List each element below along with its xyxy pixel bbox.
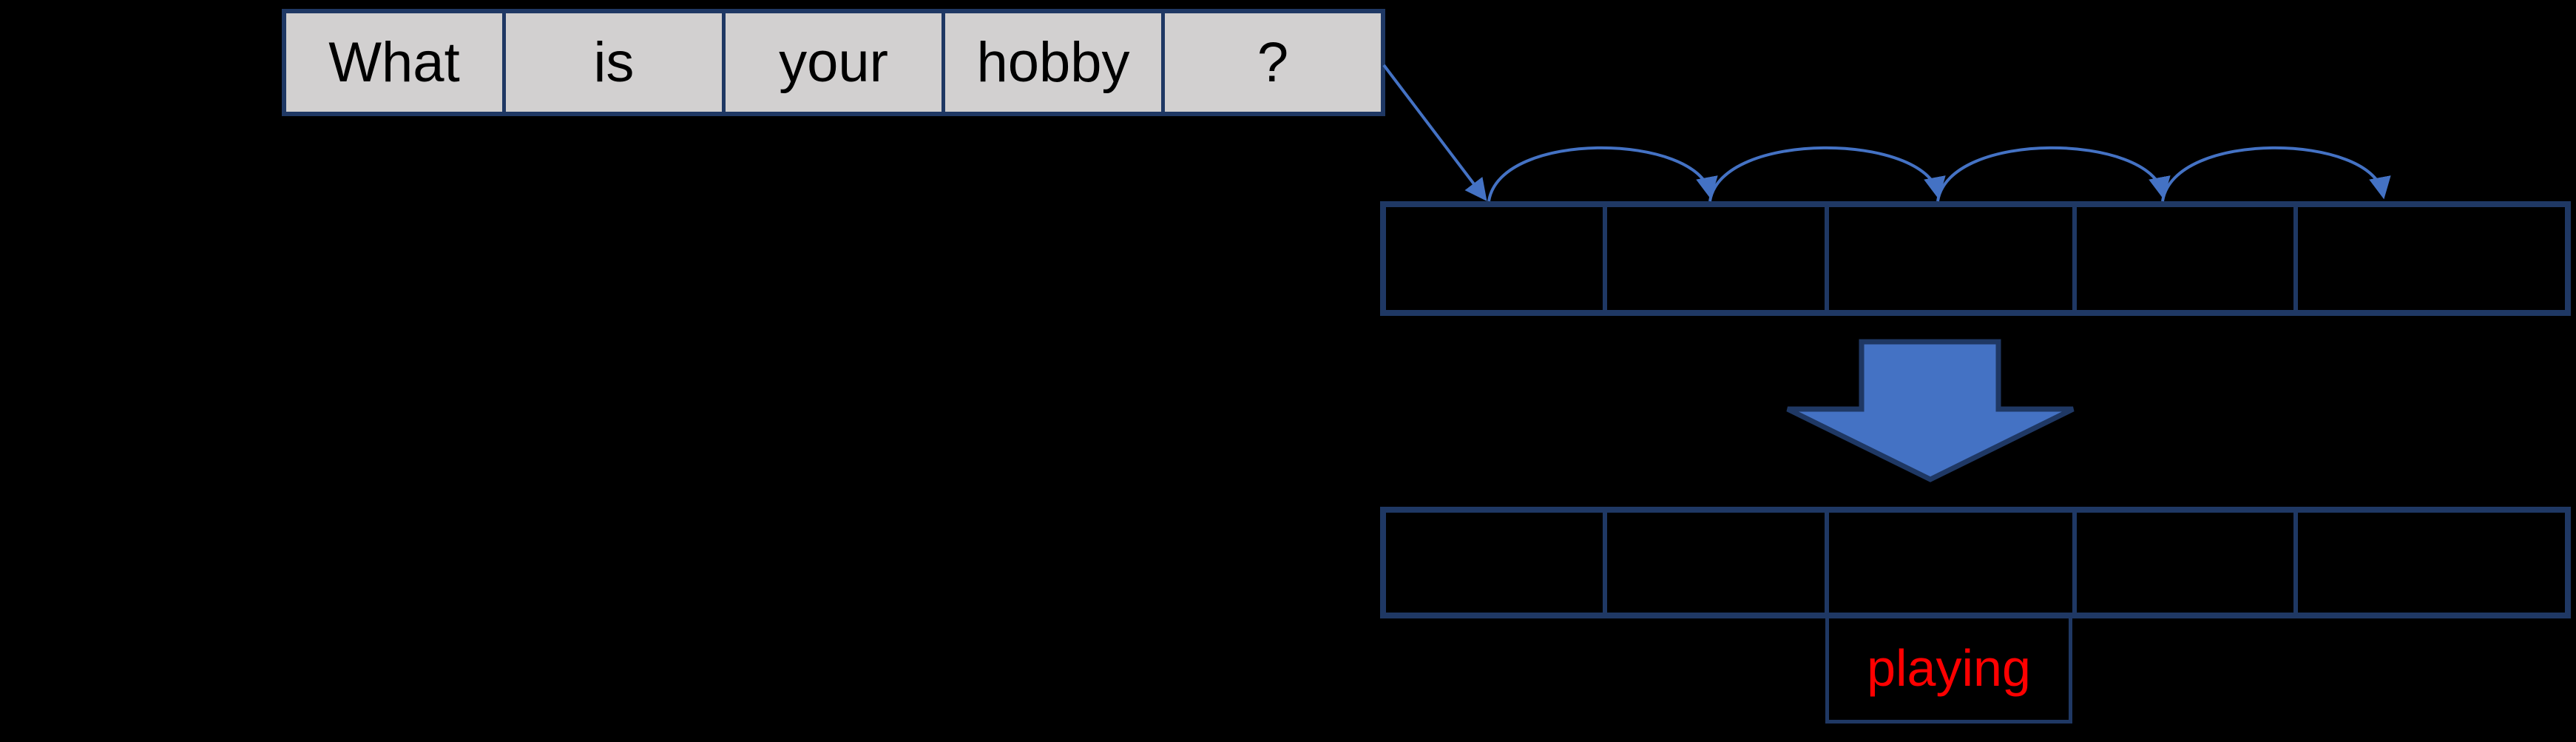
input-word-cell: is [502, 13, 722, 112]
predicted-word-box: playing [1825, 613, 2072, 724]
big-down-arrow-icon [1786, 339, 2075, 482]
input-word-cell: What [286, 13, 502, 112]
output-state-cell [2072, 513, 2293, 613]
output-state-cell [2293, 513, 2565, 613]
output-state-cell [1603, 513, 1824, 613]
predicted-word-label: playing [1867, 639, 2031, 697]
input-flow-arrow-icon [1382, 64, 1487, 201]
input-sentence-row: What is your hobby ? [282, 9, 1385, 116]
input-word-label: is [593, 31, 635, 94]
input-word-label: hobby [976, 31, 1130, 94]
output-state-cell [1824, 513, 2072, 613]
hidden-state-cell [2293, 207, 2565, 310]
hidden-state-cell [1824, 207, 2072, 310]
input-word-cell: hobby [942, 13, 1161, 112]
hidden-state-row [1380, 201, 2571, 316]
hidden-state-cell [2072, 207, 2293, 310]
hop-arc-icon [2161, 146, 2391, 202]
input-word-label: What [328, 31, 460, 94]
input-word-cell: ? [1161, 13, 1381, 112]
input-word-label: your [779, 31, 888, 94]
hop-arc-icon [1708, 146, 1946, 202]
output-state-cell [1386, 513, 1603, 613]
hop-arc-icon [1487, 146, 1718, 202]
hop-arc-icon [1936, 146, 2171, 202]
hidden-state-cell [1603, 207, 1824, 310]
input-word-cell: your [722, 13, 942, 112]
output-state-row [1380, 507, 2571, 618]
input-word-label: ? [1257, 31, 1289, 94]
hidden-state-cell [1386, 207, 1603, 310]
